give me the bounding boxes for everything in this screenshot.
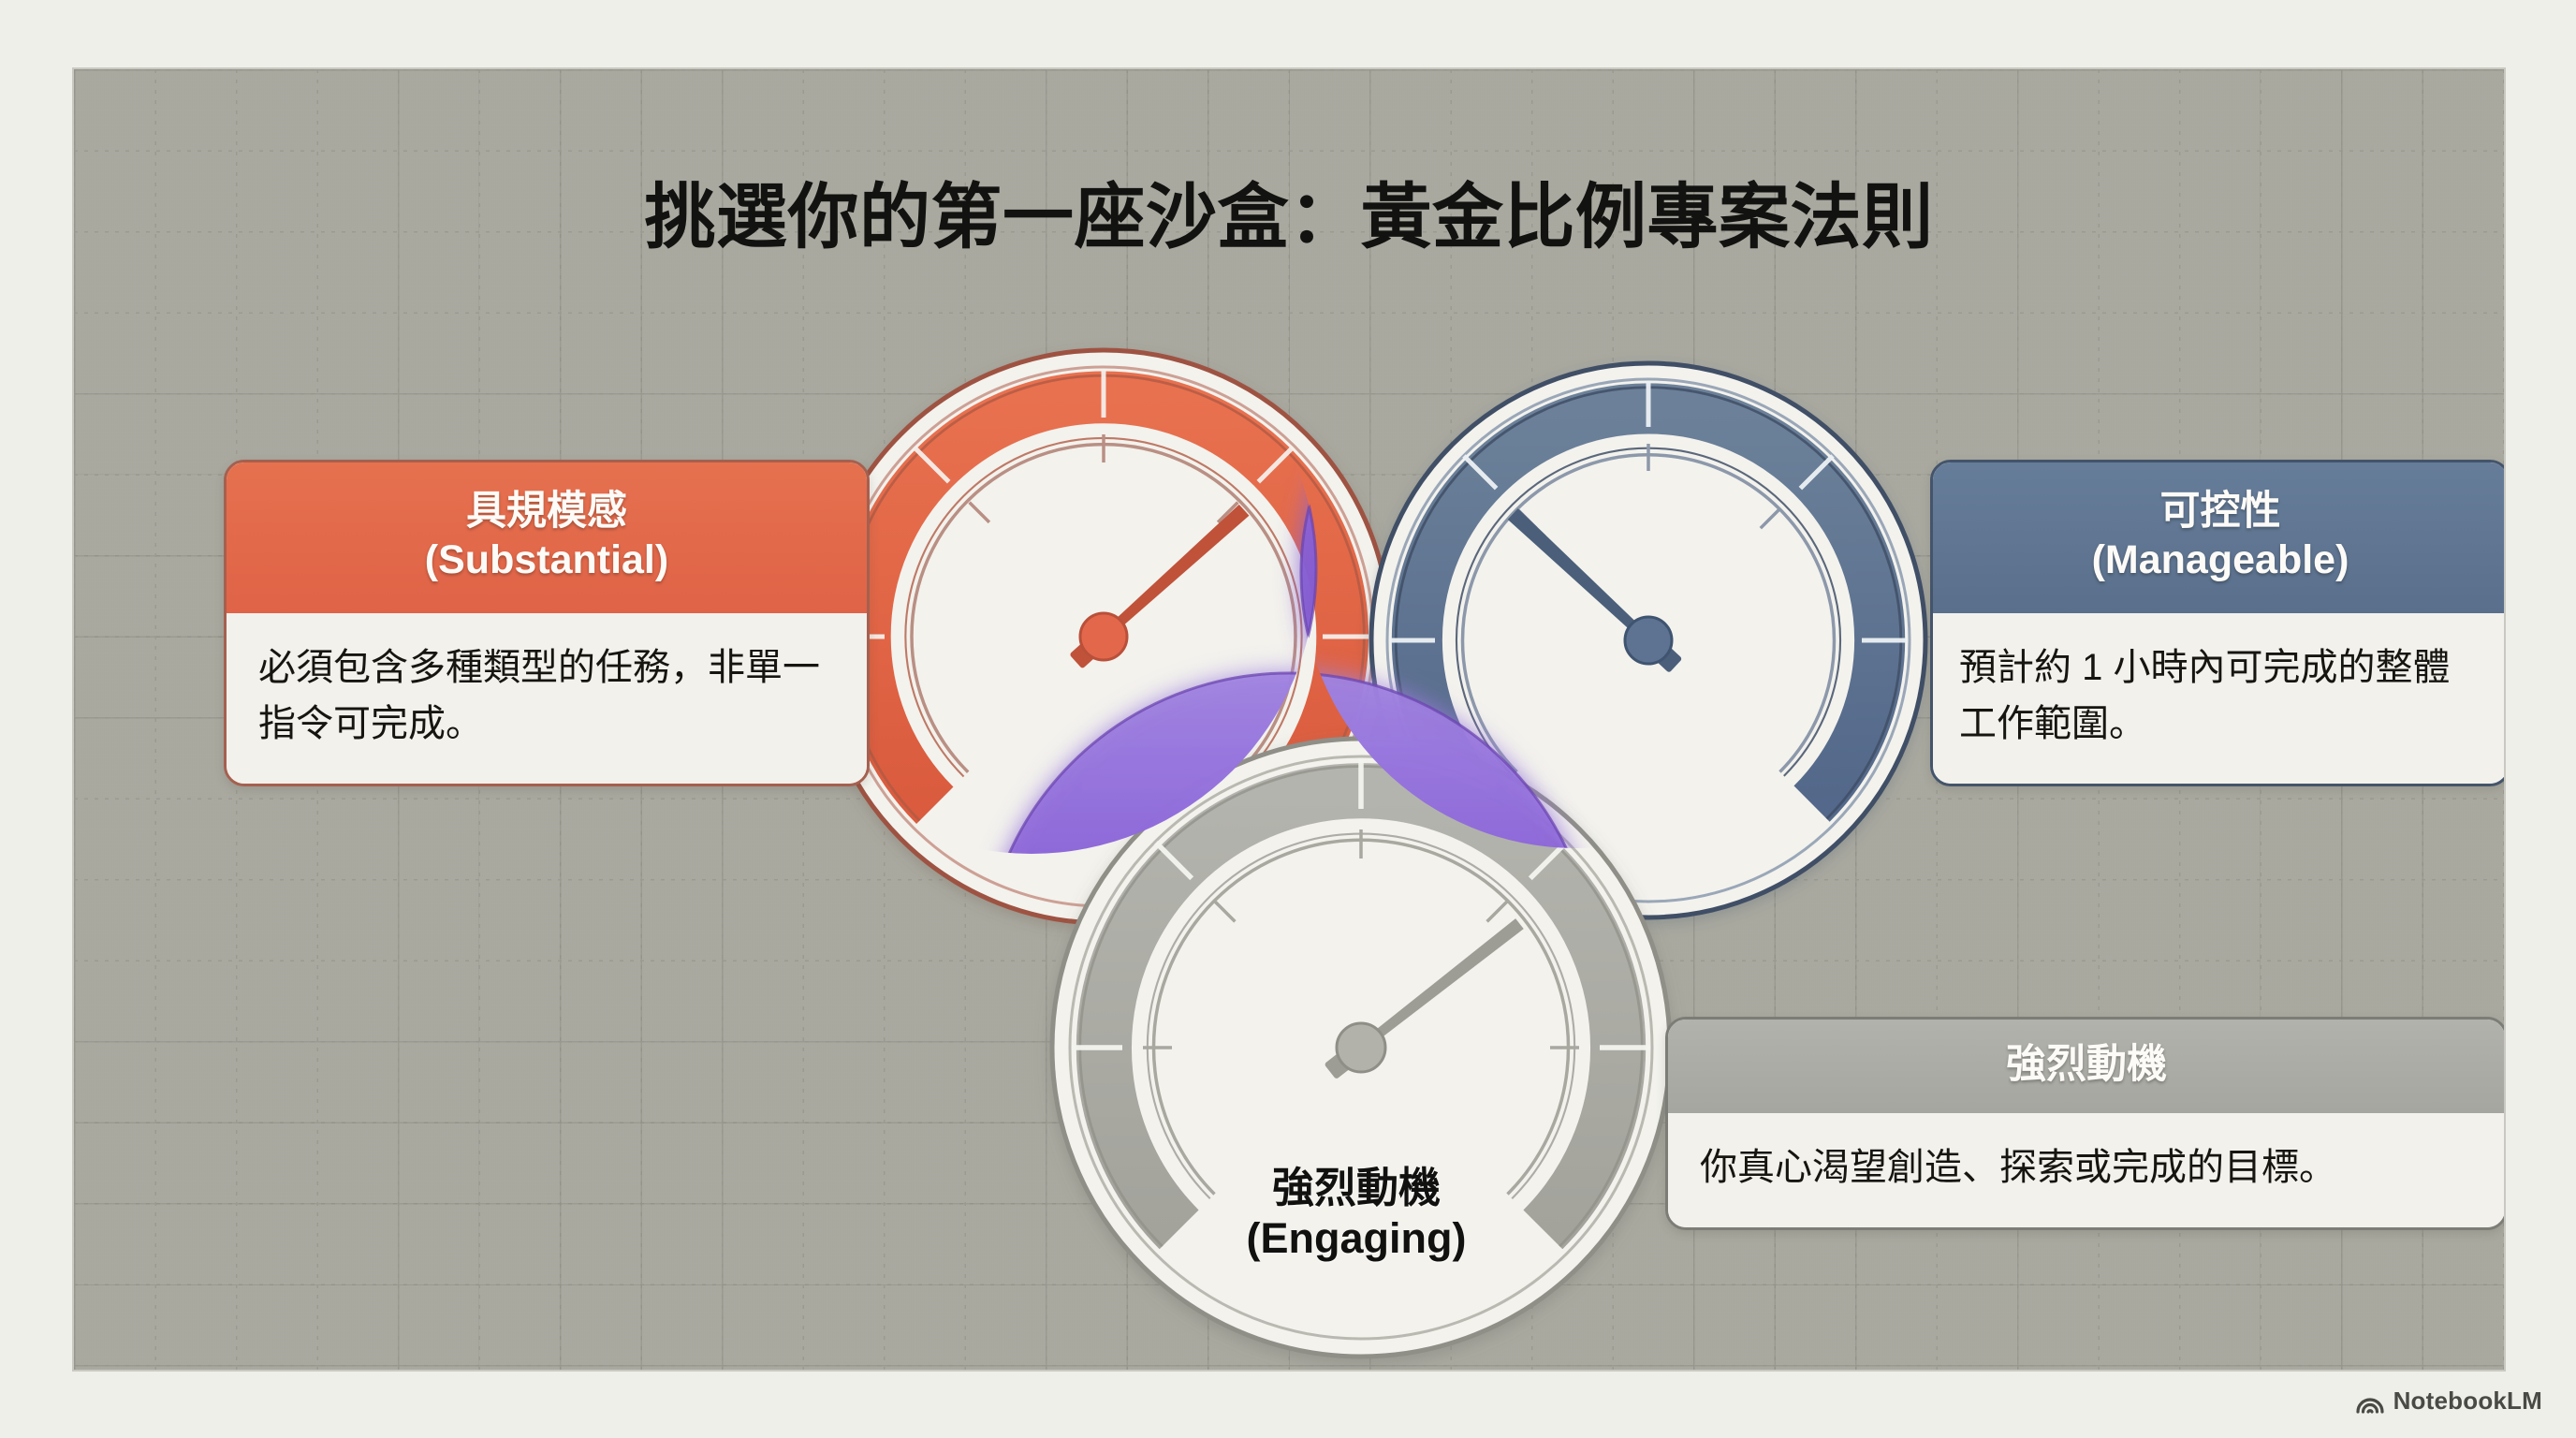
notebooklm-watermark: NotebookLM	[2355, 1387, 2542, 1416]
card-engaging-header: 強烈動機	[1668, 1020, 2504, 1114]
card-engaging-title-zh: 強烈動機	[2006, 1042, 2167, 1087]
card-substantial[interactable]: 具規模感 (Substantial) 必須包含多種類型的任務，非單一指令可完成。	[224, 460, 870, 786]
gauge-engaging-label: 強烈動機 (Engaging)	[1132, 1163, 1581, 1264]
card-manageable-header: 可控性 (Manageable)	[1933, 462, 2504, 613]
notebooklm-spiral-icon	[2355, 1389, 2384, 1414]
gauge-engaging-label-zh: 強烈動機	[1271, 1164, 1441, 1211]
card-substantial-title-zh: 具規模感	[466, 489, 627, 534]
card-manageable-title-zh: 可控性	[2159, 489, 2281, 534]
page-title: 挑選你的第一座沙盒：黃金比例專案法則	[644, 175, 1934, 258]
card-engaging[interactable]: 強烈動機 你真心渴望創造、探索或完成的目標。	[1665, 1017, 2504, 1231]
content-panel: 挑選你的第一座沙盒：黃金比例專案法則	[72, 67, 2506, 1372]
card-manageable-body: 預計約 1 小時內可完成的整體工作範圍。	[1933, 612, 2504, 784]
card-engaging-body: 你真心渴望創造、探索或完成的目標。	[1668, 1113, 2504, 1228]
gauge-engaging-label-en: (Engaging)	[1246, 1214, 1467, 1262]
card-manageable-title-en: (Manageable)	[2091, 537, 2349, 583]
notebooklm-wordmark: NotebookLM	[2393, 1387, 2542, 1415]
card-manageable[interactable]: 可控性 (Manageable) 預計約 1 小時內可完成的整體工作範圍。	[1930, 460, 2504, 786]
card-substantial-header: 具規模感 (Substantial)	[227, 462, 867, 613]
card-substantial-title-en: (Substantial)	[424, 537, 669, 583]
card-substantial-body: 必須包含多種類型的任務，非單一指令可完成。	[227, 612, 867, 784]
gauge-engaging	[1038, 725, 1684, 1370]
